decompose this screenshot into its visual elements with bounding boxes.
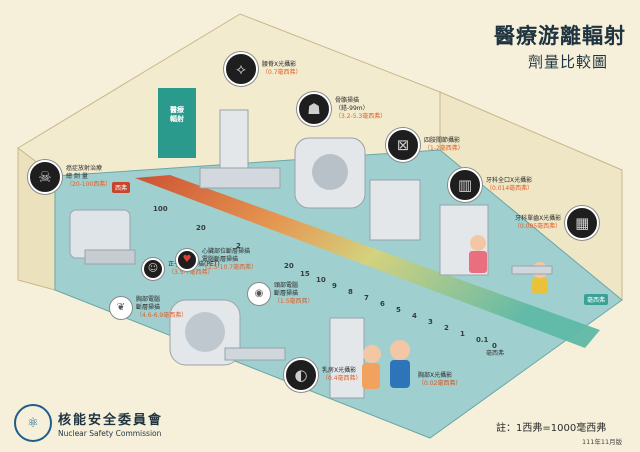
joint-xray-machine: [369, 179, 421, 241]
spine-image-icon: ⟡: [224, 52, 258, 86]
scale-tick: 0: [492, 342, 497, 350]
callout-label: 牙科單齒X光攝影: [515, 215, 562, 222]
scale-tick: 9: [332, 282, 337, 290]
callout-label: 牙科全口X光攝影: [486, 177, 533, 184]
callout-label: 四肢關節攝影: [424, 137, 461, 144]
callout-dose: （0.014毫西弗）: [486, 185, 534, 192]
dental-pano-icon: ▥: [448, 168, 482, 202]
page-subtitle: 劑量比較圖: [527, 53, 608, 71]
callout-dose: （0.005毫西弗）: [514, 223, 562, 230]
ct-dose: （4.6-6.9毫西弗）: [136, 312, 188, 319]
callout-label: 癌症放射治療: [66, 165, 103, 172]
ct-chest-xray: 胸部X光攝影 （0.02毫西弗）: [418, 372, 461, 388]
skeleton-icon: ☗: [297, 92, 331, 126]
scale-tick: 20: [196, 224, 206, 232]
scale-tick: 7: [364, 294, 369, 302]
child-figure: [390, 340, 410, 360]
callout-dose: （0.4毫西弗）: [322, 375, 362, 382]
page-title: 醫療游離輻射: [494, 24, 626, 48]
ct-label-2: 斷層掃描: [274, 290, 299, 297]
organization-name-en: Nuclear Safety Commission: [58, 428, 162, 438]
organization-name-cn: 核能安全委員會: [58, 412, 164, 428]
wall-poster: [158, 88, 196, 158]
joint-image-icon: ⊠: [386, 128, 420, 162]
callout-dental-pano: ▥ 牙科全口X光攝影 （0.014毫西弗）: [448, 168, 533, 202]
chest-xray-label: 胸部X光攝影: [418, 372, 453, 379]
skull-icon: ☠: [28, 160, 62, 194]
scale-tick: 8: [348, 288, 353, 296]
scale-tick: 0.1: [476, 336, 489, 344]
scale-end-tag: 毫西弗: [584, 294, 609, 305]
callout-dental-single: 牙科單齒X光攝影 （0.005毫西弗） ▦: [514, 206, 600, 240]
callout-dose: （3.2-5.3毫西弗）: [335, 113, 387, 120]
ct-cardiac: ♥ 心臟部位斷層掃描 電腦斷層掃描 （1.5-10.7毫西弗）: [176, 248, 257, 272]
callout-radiotherapy: ☠ 癌症放射治療 總 劑 量 （20-100西弗）: [28, 160, 111, 194]
callout-dose: （0.7毫西弗）: [262, 69, 302, 76]
dental-patient-figure: [470, 235, 486, 251]
scale-tick: 6: [380, 300, 385, 308]
callout-bone-scan: ☗ 骨骼掃描 （鎝-99m） （3.2-5.3毫西弗）: [297, 92, 386, 126]
lungs-icon: ❦: [110, 297, 132, 319]
dose-band: [135, 175, 600, 348]
callout-mammography: ◐ 乳房X光攝影 （0.4毫西弗）: [284, 358, 362, 392]
organization-logo: ⚛ 核能安全委員會 Nuclear Safety Commission: [14, 404, 163, 442]
dental-chair: [511, 265, 553, 275]
mammography-machine: [329, 317, 365, 399]
scale-tick: 3: [428, 318, 433, 326]
poster-line-1: 醫療: [170, 106, 184, 114]
scale-tick: 2: [444, 324, 449, 332]
callout-label: 乳房X光攝影: [322, 367, 357, 374]
tooth-image-icon: ▦: [565, 206, 600, 240]
callout-label: 腰脊X光攝影: [262, 61, 297, 68]
scale-tick: 15: [300, 270, 310, 278]
heart-icon: ♥: [176, 249, 198, 271]
scale-tick: 5: [396, 306, 401, 314]
scale-tick: 4: [412, 312, 417, 320]
ct-head: ◉ 頭部電腦 斷層掃描 （1.5毫西弗）: [248, 282, 314, 306]
scale-tick: 10: [316, 276, 326, 284]
callout-label-2: 總 劑 量: [66, 173, 88, 180]
ct-dose: （1.5毫西弗）: [274, 298, 314, 305]
woman-figure: [363, 345, 381, 363]
unit-note: 註：1西弗=1000毫西弗: [496, 423, 607, 434]
callout-joint-xray: ⊠ 四肢關節攝影 （1-2毫西弗）: [386, 128, 464, 162]
callout-dose: （20-100西弗）: [66, 181, 112, 188]
ct-label-2: 斷層掃描: [136, 304, 161, 311]
atom-logo-icon: ⚛: [14, 404, 52, 442]
mammogram-icon: ◐: [284, 358, 318, 392]
callout-label-2: （鎝-99m）: [335, 105, 369, 112]
wall-poster-text: 醫療 輻射: [162, 106, 192, 124]
chest-xray-dose: （0.02毫西弗）: [418, 380, 462, 387]
version-label: 111年11月版: [582, 438, 623, 446]
scale-tick: 2: [236, 242, 241, 250]
scale-tick: 1: [460, 330, 465, 338]
scale-start-tag: 西弗: [112, 182, 131, 193]
scale-tick: 20: [284, 262, 294, 270]
ct-label: 心臟部位斷層掃描: [202, 248, 251, 255]
callout-dose: （1-2毫西弗）: [424, 145, 464, 152]
ct-label: 頭部電腦: [274, 282, 299, 289]
scale-end-label: 毫西弗: [486, 350, 505, 357]
pet-body-icon: ☺: [142, 258, 164, 280]
ct-dose: （3.5-7毫西弗）: [168, 269, 214, 276]
ct-label-2: 電腦斷層掃描: [202, 256, 239, 263]
callout-label: 骨骼掃描: [335, 97, 360, 104]
ct-label: 胸部電腦: [136, 296, 161, 303]
head-scan-icon: ◉: [248, 283, 270, 305]
lumbar-xray-machine: [219, 109, 249, 171]
ct-dose: （1.5-10.7毫西弗）: [202, 264, 258, 271]
callout-lumbar-xray: ⟡ 腰脊X光攝影 （0.7毫西弗）: [224, 52, 302, 86]
poster-line-2: 輻射: [170, 115, 184, 123]
ct-chest: ❦ 胸部電腦 斷層掃描 （4.6-6.9毫西弗）: [110, 296, 187, 320]
scale-tick: 100: [153, 205, 168, 213]
